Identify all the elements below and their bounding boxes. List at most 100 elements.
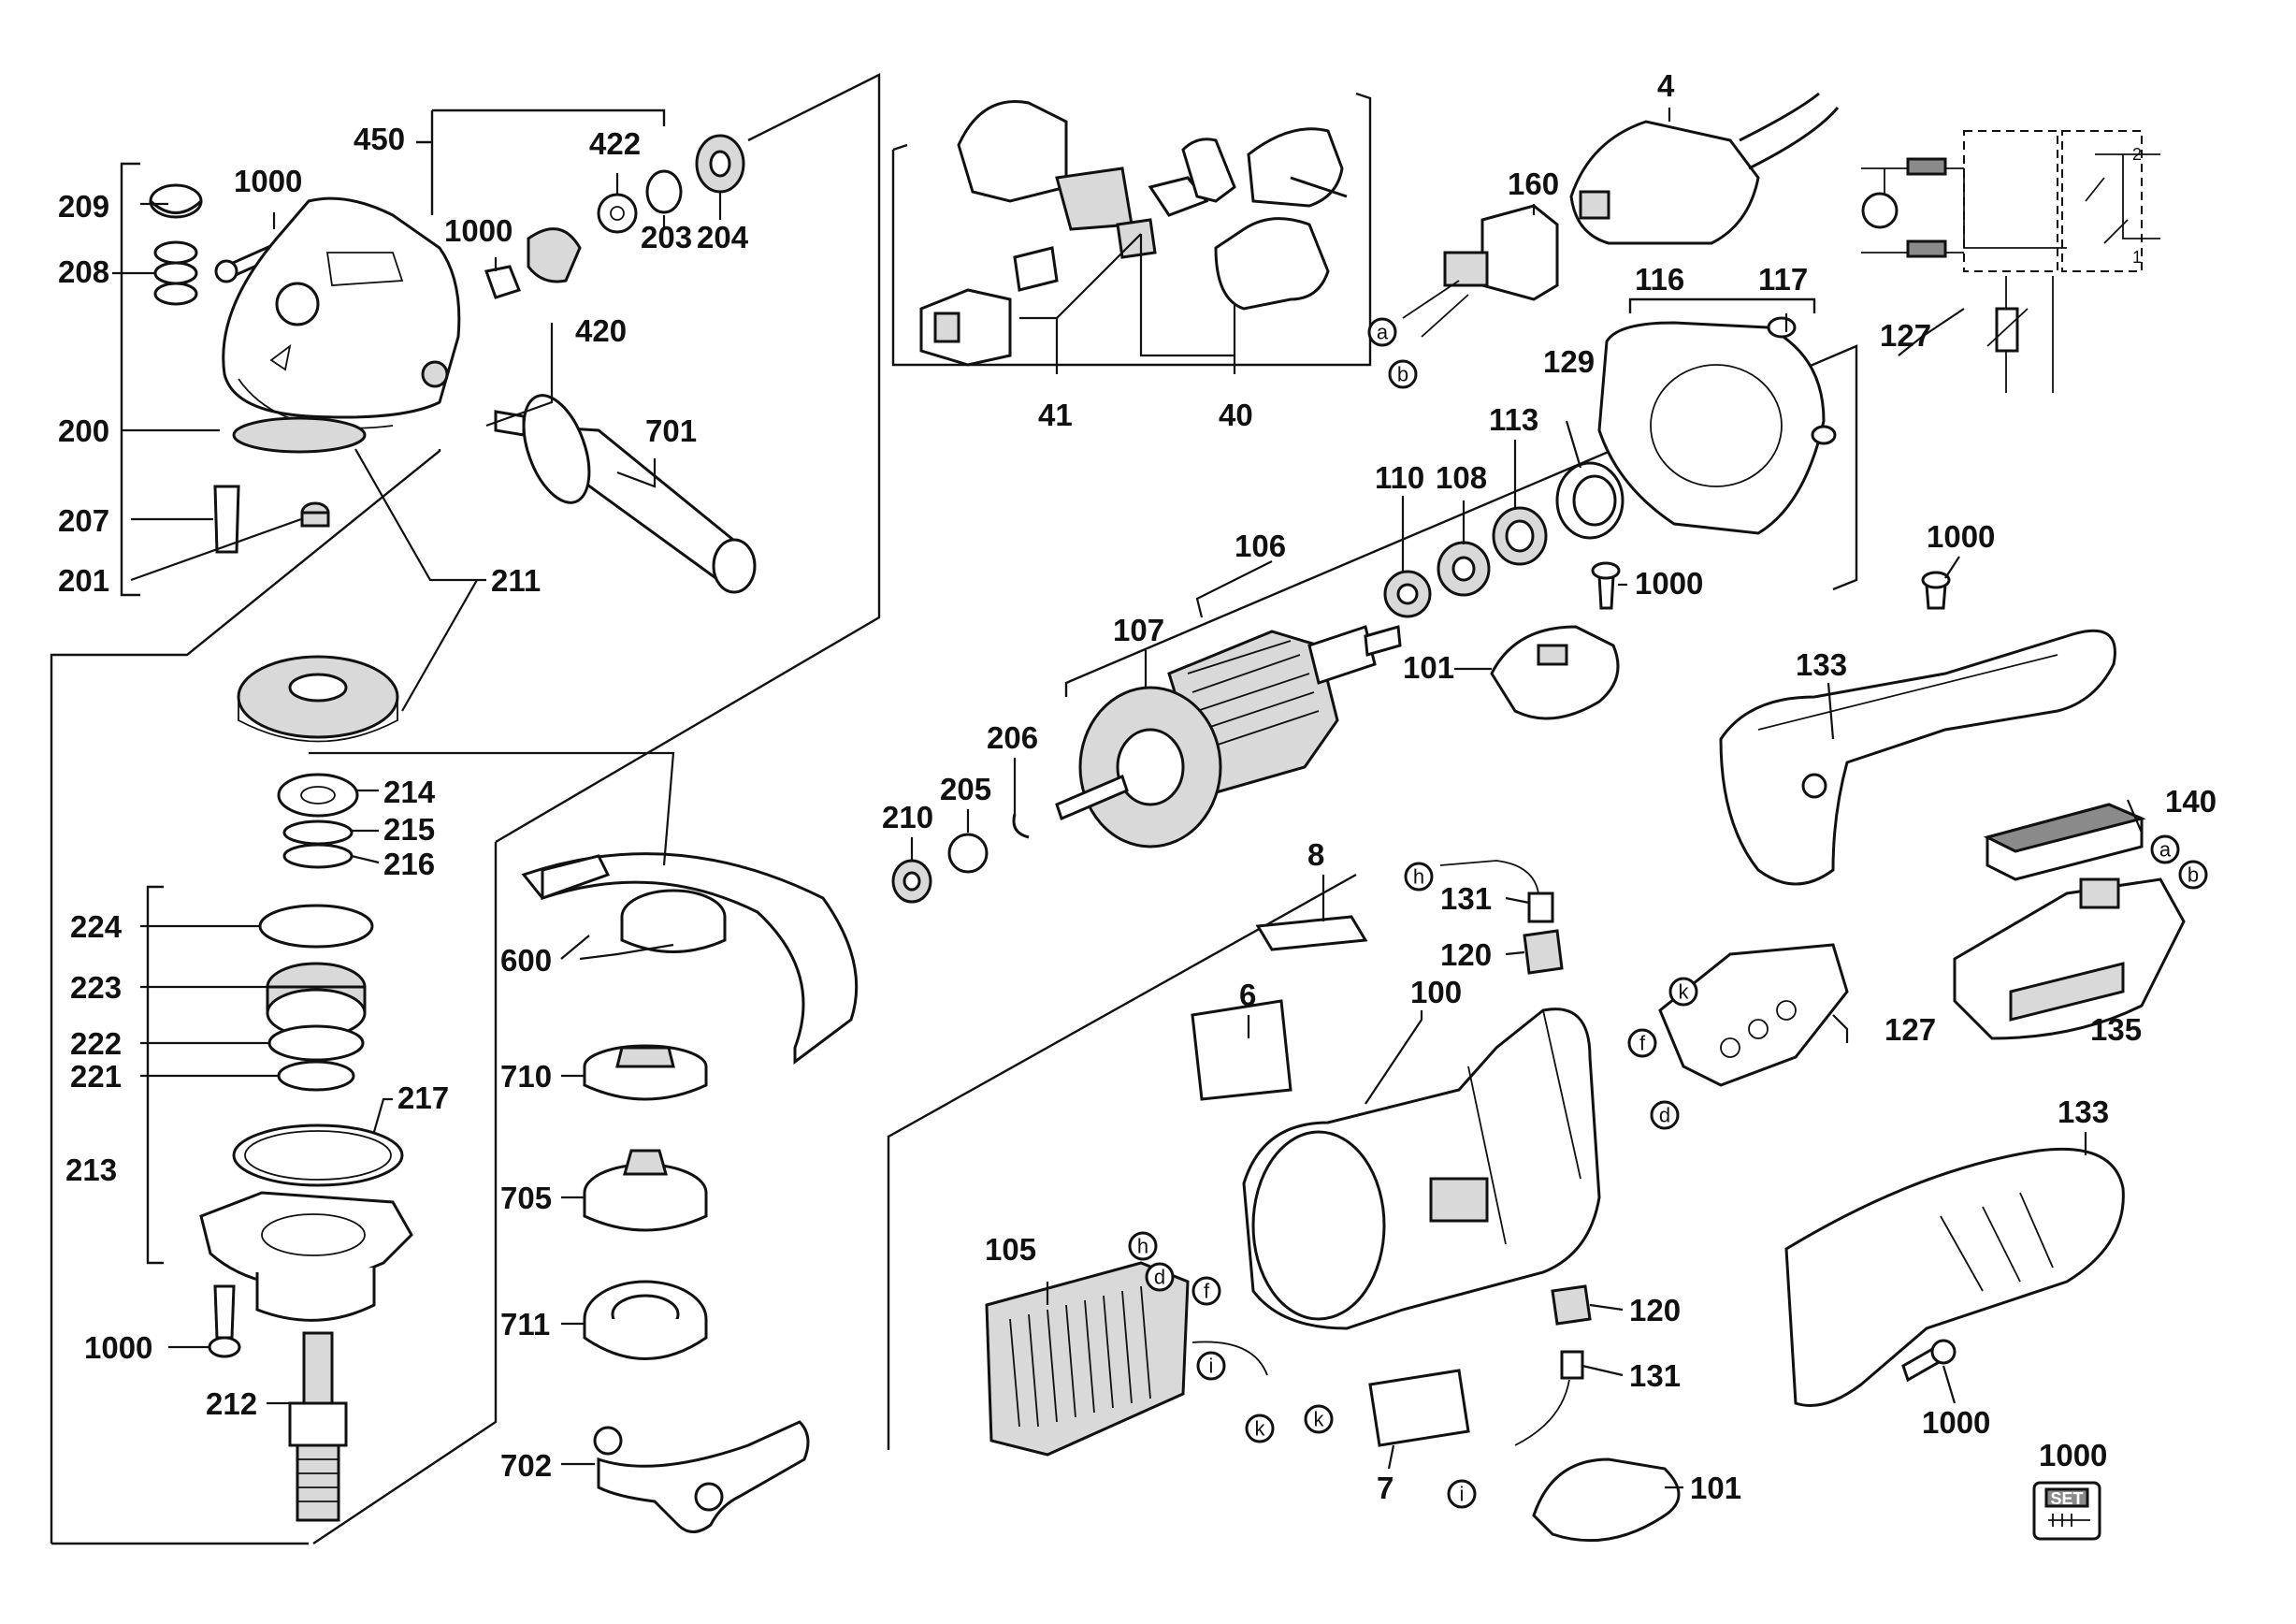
ring-203 <box>645 169 683 214</box>
washer-215 <box>282 819 354 846</box>
label-422: 422 <box>589 126 641 161</box>
terminal-131-b <box>1560 1350 1584 1380</box>
marker-k-3: k <box>1314 1408 1325 1431</box>
label-160: 160 <box>1508 167 1559 201</box>
motor-housing-parts: SET <box>985 860 2125 1543</box>
label-222: 222 <box>70 1026 122 1061</box>
label-7 <box>1368 1369 1470 1447</box>
marker-i-2: i <box>1460 1483 1465 1506</box>
label-127-b: 127 <box>1884 1012 1936 1047</box>
stator-105 <box>985 1261 1190 1457</box>
label-217: 217 <box>397 1080 449 1115</box>
label-221: 221 <box>70 1059 122 1094</box>
circlip-224 <box>258 904 374 949</box>
label-206: 206 <box>987 720 1038 755</box>
connector-41 <box>919 288 1012 367</box>
brush-cover-101 <box>1490 625 1620 720</box>
oring-217 <box>232 1124 404 1187</box>
variable-resistor-icon <box>1995 307 2019 353</box>
label-214: 214 <box>383 775 436 809</box>
label-127-a: 127 <box>1880 318 1931 353</box>
pinion-420 <box>527 227 582 283</box>
plug-160 <box>1480 204 1559 301</box>
handle-133-bottom <box>1784 1147 2125 1407</box>
label-113: 113 <box>1489 402 1538 437</box>
label-710: 710 <box>500 1059 552 1094</box>
label-705: 705 <box>500 1181 552 1215</box>
label-4: 4 <box>1657 68 1675 103</box>
spring-208 <box>153 240 198 265</box>
circlip-206 <box>1012 813 1030 839</box>
brush-holder-120-a <box>1523 929 1564 975</box>
handle-133-top <box>1719 629 2116 886</box>
guard-600 <box>521 852 859 1065</box>
brush-holder-120-b <box>1551 1284 1592 1326</box>
label-1000-c: 1000 <box>84 1330 152 1365</box>
label-1000-d: 1000 <box>1635 566 1703 601</box>
label-201: 201 <box>58 563 109 598</box>
spanner-702 <box>597 1420 810 1533</box>
label-133-a: 133 <box>1796 647 1847 682</box>
label-211: 211 <box>491 563 541 598</box>
label-600: 600 <box>500 943 552 978</box>
marker-d-1: d <box>1659 1104 1670 1127</box>
schematic-terminals: 2 1 <box>2132 145 2142 267</box>
marker-k-2: k <box>1255 1417 1266 1441</box>
connection-markers: a b a b h k f d h d f i k k i <box>1128 317 2208 1509</box>
cover-part <box>1214 217 1330 311</box>
label-1000-f: 1000 <box>1922 1405 1990 1440</box>
label-1000-b: 1000 <box>444 213 513 248</box>
housing-outline <box>887 873 1357 1450</box>
label-6 <box>1191 999 1292 1101</box>
switch-housing-part <box>957 100 1068 203</box>
label-215: 215 <box>383 812 435 847</box>
marker-k-1: k <box>1679 980 1690 1004</box>
assembly-frames <box>50 73 2143 1545</box>
group-450-bracket <box>432 109 666 126</box>
label-105: 105 <box>985 1232 1036 1267</box>
label-1000-a: 1000 <box>234 164 302 198</box>
part-number-labels: 450 422 1000 209 208 1000 203 204 420 20… <box>58 68 2217 1505</box>
label-101-a: 101 <box>1403 650 1454 685</box>
label-7: 7 <box>1377 1471 1393 1505</box>
gearhead-bracket <box>120 162 140 597</box>
motor-symbol-icon <box>1861 192 1899 229</box>
label-116: 116 <box>1635 262 1684 297</box>
switch-135 <box>1953 877 2186 1040</box>
gear-housing-200 <box>222 196 461 419</box>
marker-h-1: h <box>1413 865 1424 889</box>
label-420: 420 <box>575 313 627 348</box>
end-cover-116 <box>1597 321 1826 535</box>
washer-216 <box>282 843 354 869</box>
marker-h-2: h <box>1137 1235 1148 1258</box>
label-207: 207 <box>58 503 109 538</box>
label-117: 117 <box>1758 262 1808 297</box>
washer-214 <box>277 773 359 818</box>
label-8 <box>1255 915 1368 951</box>
label-6: 6 <box>1239 978 1256 1012</box>
label-131-a: 131 <box>1440 881 1492 916</box>
washer-205 <box>947 833 989 874</box>
armature-outline <box>1064 344 1858 697</box>
switch-box <box>891 92 1372 367</box>
label-212: 212 <box>206 1386 257 1421</box>
brush-plate-127 <box>1658 943 1849 1087</box>
label-1000-e: 1000 <box>1927 519 1995 554</box>
label-100: 100 <box>1410 975 1462 1009</box>
label-200: 200 <box>58 413 109 448</box>
bracket-116 <box>1628 297 1816 313</box>
label-120-a: 120 <box>1440 937 1492 972</box>
label-108: 108 <box>1436 460 1487 495</box>
marker-a-2: a <box>2159 838 2172 862</box>
left-outline <box>50 449 441 1544</box>
leader-lines <box>112 108 2144 1489</box>
spindle-212 <box>302 1331 334 1405</box>
screw-1000-d <box>1597 573 1615 610</box>
label-101-b: 101 <box>1690 1471 1741 1505</box>
label-701: 701 <box>645 413 697 448</box>
ring-222 <box>267 1024 365 1062</box>
marker-b-2: b <box>2188 863 2199 887</box>
label-120-b: 120 <box>1629 1293 1681 1327</box>
guard-and-flanges <box>521 852 859 1533</box>
